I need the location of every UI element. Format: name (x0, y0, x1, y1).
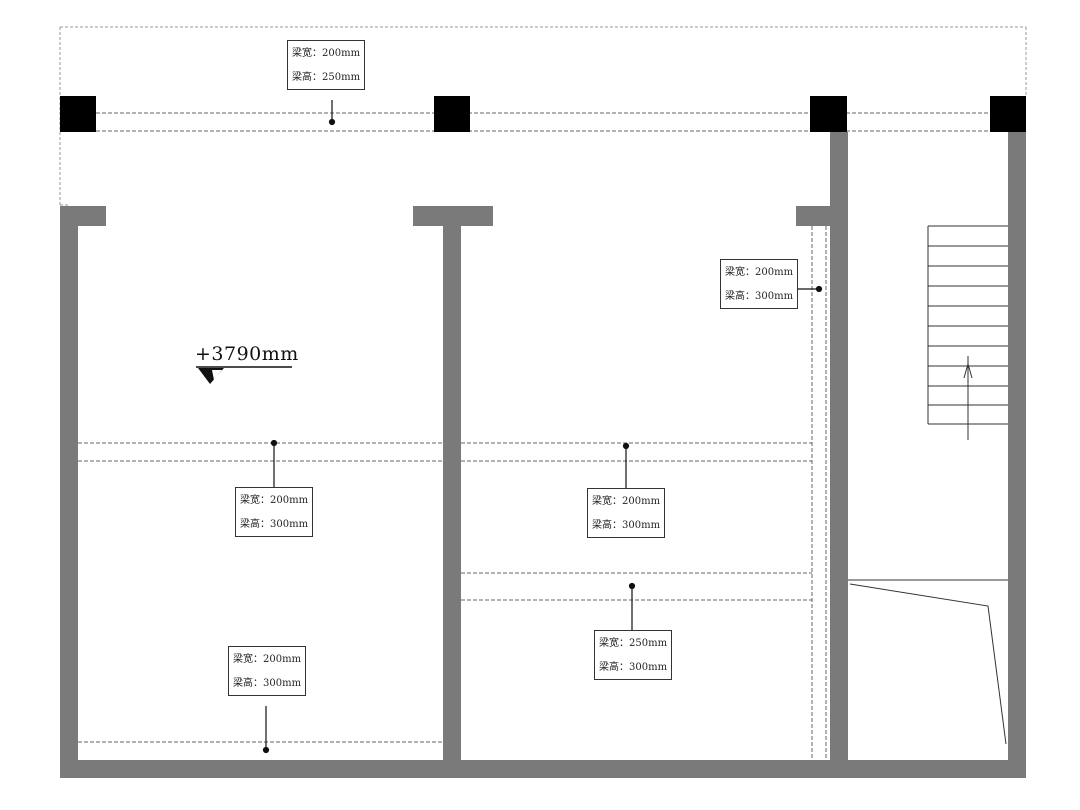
beam-width: 梁宽：200mm (292, 48, 361, 59)
beam-label-top: 梁宽：200mm 梁高：250mm (287, 40, 365, 90)
walls (60, 132, 1026, 778)
beam-label-left-mid: 梁宽：200mm 梁高：300mm (235, 487, 313, 537)
beam-width: 梁宽：200mm (725, 267, 794, 278)
beam-height: 梁高：300mm (240, 519, 309, 530)
staircase (927, 225, 1008, 440)
beam-label-middle: 梁宽：200mm 梁高：300mm (587, 488, 665, 538)
wall-left (60, 206, 78, 778)
top-beam-lines (96, 112, 990, 132)
beam-height: 梁高：250mm (292, 72, 361, 83)
beam-label-right: 梁宽：200mm 梁高：300mm (720, 259, 798, 309)
beam-height: 梁高：300mm (233, 678, 302, 689)
beam-height: 梁高：300mm (599, 662, 668, 673)
leader-lines (262, 100, 823, 754)
door-swing (848, 579, 1008, 745)
wall-left-stub (60, 206, 106, 226)
beam-height: 梁高：300mm (725, 291, 794, 302)
upper-slab-outline (59, 26, 1027, 206)
wall-bottom (60, 760, 1026, 778)
columns (60, 96, 1026, 132)
beam-label-left-bottom: 梁宽：200mm 梁高：300mm (228, 646, 306, 696)
elevation-label: +3790mm (195, 343, 299, 365)
column-4 (990, 96, 1026, 132)
beam-height: 梁高：300mm (592, 520, 661, 531)
wall-right-inner (830, 132, 848, 778)
beam-width: 梁宽：200mm (233, 654, 302, 665)
column-2 (434, 96, 470, 132)
column-3 (810, 96, 847, 132)
beam-label-middle-bottom: 梁宽：250mm 梁高：300mm (594, 630, 672, 680)
beam-width: 梁宽：200mm (592, 496, 661, 507)
wall-far-right (1008, 132, 1026, 778)
beam-width: 梁宽：200mm (240, 495, 309, 506)
beam-lines (78, 226, 827, 760)
wall-right-stub (796, 206, 830, 226)
column-1 (60, 96, 96, 132)
beam-width: 梁宽：250mm (599, 638, 668, 649)
elevation-marker-icon (196, 366, 292, 384)
wall-middle (443, 206, 461, 778)
